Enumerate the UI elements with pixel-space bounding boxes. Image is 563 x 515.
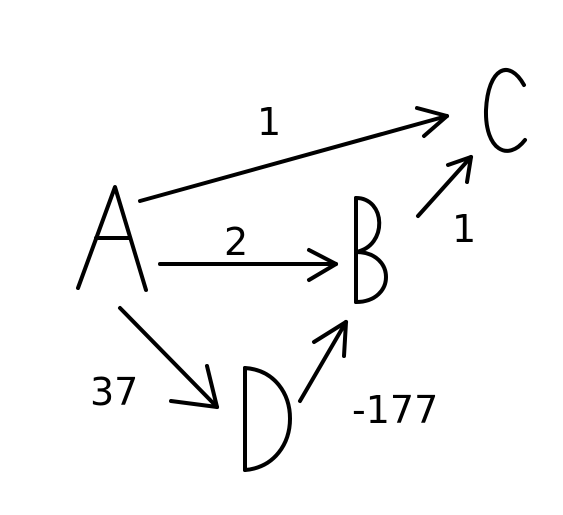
edge-weight-b-c: 1 — [452, 207, 476, 251]
edge-a-c — [138, 106, 449, 203]
edge-a-d — [118, 306, 219, 409]
edge-weight-d-b: -177 — [352, 388, 438, 432]
edge-a-b — [158, 248, 338, 282]
edge-weight-a-c: 1 — [257, 100, 281, 144]
node-a — [76, 185, 148, 292]
node-c — [483, 68, 527, 153]
node-d — [243, 366, 292, 472]
edge-weight-a-b: 2 — [224, 220, 248, 264]
edge-d-b — [298, 320, 348, 403]
node-b — [354, 196, 388, 304]
edge-b-c — [416, 155, 473, 218]
edge-weight-a-d: 37 — [90, 370, 138, 414]
